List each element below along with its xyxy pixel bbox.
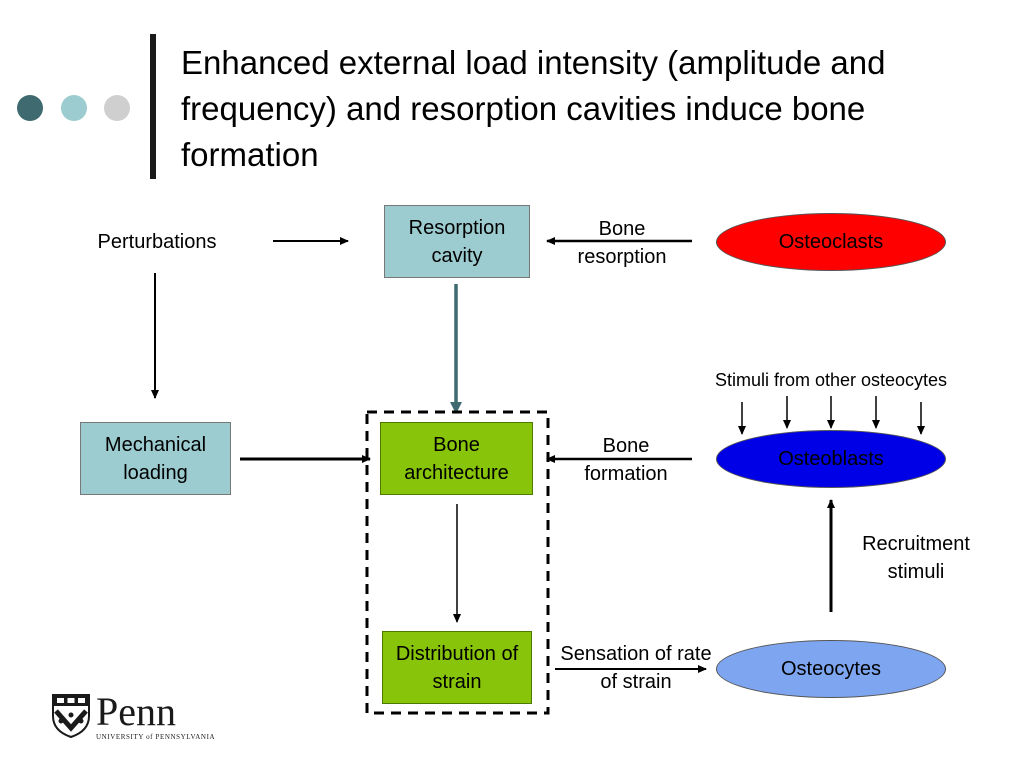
node-osteoclasts: Osteoclasts bbox=[716, 213, 946, 271]
bone-process-group-outline bbox=[365, 410, 550, 715]
penn-logo-subtitle: UNIVERSITY of PENNSYLVANIA bbox=[96, 733, 216, 741]
title-divider bbox=[150, 34, 156, 179]
label-bone-formation: Bone formation bbox=[584, 435, 668, 485]
node-osteocytes: Osteocytes bbox=[716, 640, 946, 698]
label-stimuli-other-osteocytes: Stimuli from other osteocytes bbox=[714, 370, 948, 390]
node-osteoblasts: Osteoblasts bbox=[716, 430, 946, 488]
node-perturbations: Perturbations bbox=[97, 231, 217, 253]
decor-dot-teal bbox=[61, 95, 87, 121]
label-bone-resorption: Bone resorption bbox=[577, 218, 667, 268]
label-sensation-rate-of-strain: Sensation of rate of strain bbox=[560, 643, 712, 693]
node-bone-architecture: Bone architecture bbox=[380, 422, 533, 495]
node-distribution-of-strain: Distribution of strain bbox=[382, 631, 532, 704]
decor-dot-grey bbox=[104, 95, 130, 121]
label-recruitment-stimuli: Recruitment stimuli bbox=[862, 533, 970, 583]
penn-logo-wordmark: Penn bbox=[96, 689, 176, 734]
decor-dot-dark bbox=[17, 95, 43, 121]
node-resorption-cavity: Resorption cavity bbox=[384, 205, 530, 278]
slide-title: Enhanced external load intensity (amplit… bbox=[181, 44, 886, 173]
node-mechanical-loading: Mechanical loading bbox=[80, 422, 231, 495]
penn-shield-icon bbox=[52, 694, 90, 738]
